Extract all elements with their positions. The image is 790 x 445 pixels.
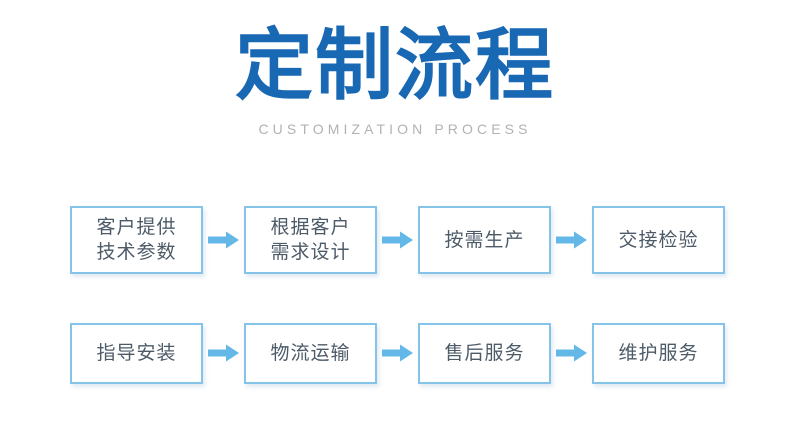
page-title: 定制流程 [234, 21, 555, 111]
arrow-right-icon [377, 338, 418, 368]
flow-row-2: 指导安装 物流运输 售后服务 维护服务 [0, 315, 790, 391]
page-subtitle: CUSTOMIZATION PROCESS [258, 121, 532, 137]
arrow-right-icon [551, 338, 592, 368]
flow-step-customer-provides-specs[interactable]: 客户提供 技术参数 [70, 206, 203, 274]
flow-step-label: 售后服务 [444, 341, 525, 364]
flow-step-handover-inspection[interactable]: 交接检验 [592, 206, 725, 274]
flow-step-label: 维护服务 [618, 341, 699, 364]
flow-step-label: 指导安装 [96, 341, 177, 364]
flow-step-label: 客户提供 技术参数 [96, 216, 177, 263]
arrow-right-icon [377, 225, 418, 255]
arrow-right-icon [203, 225, 244, 255]
flow-step-maintenance-service[interactable]: 维护服务 [592, 322, 725, 384]
flow-step-on-demand-production[interactable]: 按需生产 [418, 206, 551, 274]
flow-step-label: 根据客户 需求设计 [270, 216, 351, 263]
flow-step-after-sales-service[interactable]: 售后服务 [418, 322, 551, 384]
flow-step-design-to-requirements[interactable]: 根据客户 需求设计 [244, 206, 377, 274]
flow-row-1: 客户提供 技术参数 根据客户 需求设计 按需生产 交接检验 [0, 202, 790, 278]
arrow-right-icon [551, 225, 592, 255]
flow-step-label: 交接检验 [618, 228, 699, 251]
header: 定制流程 CUSTOMIZATION PROCESS [0, 22, 790, 138]
flow-step-label: 按需生产 [444, 228, 525, 251]
flow-step-installation-guidance[interactable]: 指导安装 [70, 322, 203, 384]
flow-step-logistics-transport[interactable]: 物流运输 [244, 322, 377, 384]
flow-step-label: 物流运输 [270, 341, 351, 364]
arrow-right-icon [203, 338, 244, 368]
